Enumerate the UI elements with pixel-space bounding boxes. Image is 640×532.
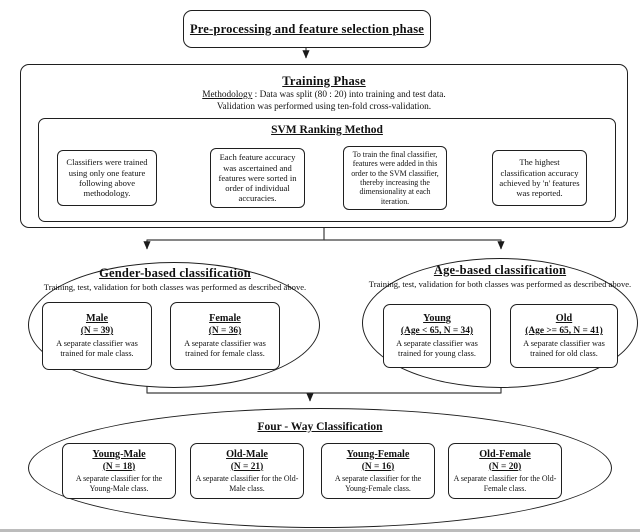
female-class-box: Female (N = 36) A separate classifier wa… [170, 302, 280, 370]
old-class-box: Old (Age >= 65, N = 41) A separate class… [510, 304, 618, 368]
male-n: (N = 39) [80, 326, 114, 337]
bottom-divider-line [0, 529, 640, 532]
young-male-body: A separate classifier for the Young-Male… [75, 474, 163, 493]
training-validation-line: Validation was performed using ten-fold … [216, 102, 432, 113]
svm-ranking-title: SVM Ranking Method [271, 124, 383, 136]
male-title: Male [85, 313, 109, 325]
male-body: A separate classifier was trained for ma… [56, 338, 138, 358]
male-class-box: Male (N = 39) A separate classifier was … [42, 302, 152, 370]
gender-classification-subtitle: Training, test, validation for both clas… [43, 282, 307, 292]
female-n: (N = 36) [208, 326, 242, 337]
young-title: Young [423, 313, 451, 325]
old-female-body: A separate classifier for the Old-Female… [453, 474, 557, 493]
young-female-body: A separate classifier for the Young-Fema… [334, 474, 422, 493]
young-female-title: Young-Female [346, 448, 410, 460]
methodology-text: : Data was split (80 : 20) into training… [252, 90, 446, 100]
age-classification-title: Age-based classification [433, 263, 567, 277]
svm-step-1-box: Classifiers were trained using only one … [57, 150, 157, 206]
preprocessing-phase-box: Pre-processing and feature selection pha… [183, 10, 431, 48]
training-phase-title: Training Phase [282, 74, 366, 88]
female-title: Female [209, 313, 241, 325]
age-classification-subtitle: Training, test, validation for both clas… [368, 279, 632, 289]
old-male-n: (N = 21) [230, 461, 264, 472]
four-way-classification-title: Four - Way Classification [257, 421, 383, 433]
old-male-body: A separate classifier for the Old-Male c… [195, 474, 299, 493]
svm-step-4-box: The highest classification accuracy achi… [492, 150, 587, 206]
young-female-n: (N = 16) [361, 461, 395, 472]
young-male-class-box: Young-Male (N = 18) A separate classifie… [62, 443, 176, 499]
young-body: A separate classifier was trained for yo… [396, 338, 478, 358]
young-male-n: (N = 18) [102, 461, 136, 472]
svm-step-3-text: To train the final classifier, features … [351, 150, 439, 206]
young-male-title: Young-Male [92, 448, 146, 460]
gender-classification-title: Gender-based classification [99, 266, 251, 280]
female-body: A separate classifier was trained for fe… [184, 338, 266, 358]
svm-step-2-text: Each feature accuracy was ascertained an… [218, 152, 297, 204]
old-female-n: (N = 20) [488, 461, 522, 472]
old-male-title: Old-Male [226, 448, 268, 460]
svm-step-3-box: To train the final classifier, features … [343, 146, 447, 210]
old-title: Old [555, 313, 573, 325]
svm-step-4-text: The highest classification accuracy achi… [499, 157, 580, 199]
old-female-class-box: Old-Female (N = 20) A separate classifie… [448, 443, 562, 499]
young-female-class-box: Young-Female (N = 16) A separate classif… [321, 443, 435, 499]
old-n: (Age >= 65, N = 41) [525, 326, 603, 337]
training-methodology-line: Methodology : Data was split (80 : 20) i… [202, 89, 446, 101]
old-female-title: Old-Female [479, 448, 531, 460]
old-body: A separate classifier was trained for ol… [523, 338, 605, 358]
svm-step-2-box: Each feature accuracy was ascertained an… [210, 148, 305, 208]
methodology-label: Methodology [202, 90, 253, 100]
young-class-box: Young (Age < 65, N = 34) A separate clas… [383, 304, 491, 368]
young-n: (Age < 65, N = 34) [400, 326, 474, 337]
preprocessing-phase-title: Pre-processing and feature selection pha… [189, 21, 425, 36]
svm-step-1-text: Classifiers were trained using only one … [66, 157, 148, 199]
old-male-class-box: Old-Male (N = 21) A separate classifier … [190, 443, 304, 499]
